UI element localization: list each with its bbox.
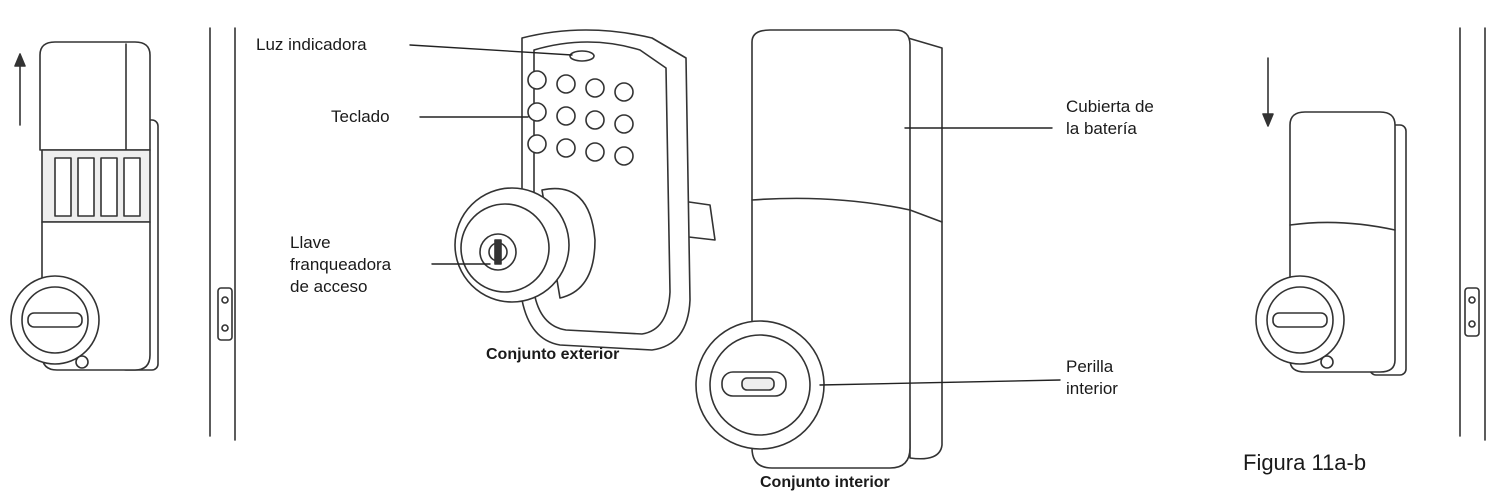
right-cover-split-line bbox=[1289, 221, 1396, 231]
interior-side bbox=[907, 37, 943, 460]
label-battery-cover: Cubierta de la batería bbox=[1066, 96, 1154, 140]
down-arrow-icon bbox=[1262, 113, 1274, 127]
leader-lines bbox=[409, 44, 1061, 386]
leader-interior-knob bbox=[819, 379, 1061, 386]
label-interior-knob-line2: interior bbox=[1066, 379, 1118, 398]
left-strike-plate bbox=[217, 287, 233, 341]
right-strike-plate bbox=[1464, 287, 1480, 337]
left-battery-3 bbox=[100, 157, 118, 217]
label-interior-knob: Perilla interior bbox=[1066, 356, 1118, 400]
left-strike-screw-2 bbox=[221, 324, 229, 332]
label-override-key-line3: de acceso bbox=[290, 277, 368, 296]
label-indicator-light: Luz indicadora bbox=[256, 35, 367, 54]
keypad-buttons bbox=[527, 70, 634, 166]
label-override-key: Llave franqueadora de acceso bbox=[290, 232, 391, 298]
label-battery-cover-line1: Cubierta de bbox=[1066, 97, 1154, 116]
right-thumbturn bbox=[1272, 312, 1328, 328]
label-interior-assembly: Conjunto interior bbox=[760, 474, 890, 491]
label-exterior-assembly: Conjunto exterior bbox=[486, 346, 620, 363]
left-battery-cover bbox=[39, 41, 151, 151]
left-battery-4 bbox=[123, 157, 141, 217]
figure-caption: Figura 11a-b bbox=[1243, 450, 1367, 475]
up-arrow-icon bbox=[14, 53, 26, 67]
label-override-key-line2: franqueadora bbox=[290, 255, 392, 274]
exterior-assembly-drawing bbox=[454, 29, 716, 351]
cover-split-line bbox=[751, 197, 943, 223]
left-thumbturn bbox=[27, 312, 83, 328]
label-keypad: Teclado bbox=[331, 107, 390, 126]
left-screw bbox=[75, 355, 89, 369]
label-interior-knob-line1: Perilla bbox=[1066, 357, 1114, 376]
label-battery-cover-line2: la batería bbox=[1066, 119, 1137, 138]
leader-indicator-light bbox=[409, 44, 573, 56]
indicator-light-icon bbox=[569, 50, 595, 62]
interior-assembly-drawing bbox=[695, 29, 943, 469]
label-override-key-line1: Llave bbox=[290, 233, 331, 252]
left-lock-cover-open bbox=[10, 27, 236, 441]
left-battery-1 bbox=[54, 157, 72, 217]
left-battery-2 bbox=[77, 157, 95, 217]
left-strike-screw bbox=[221, 296, 229, 304]
keyway-icon bbox=[494, 239, 502, 265]
right-lock-cover-closed bbox=[1255, 27, 1486, 441]
